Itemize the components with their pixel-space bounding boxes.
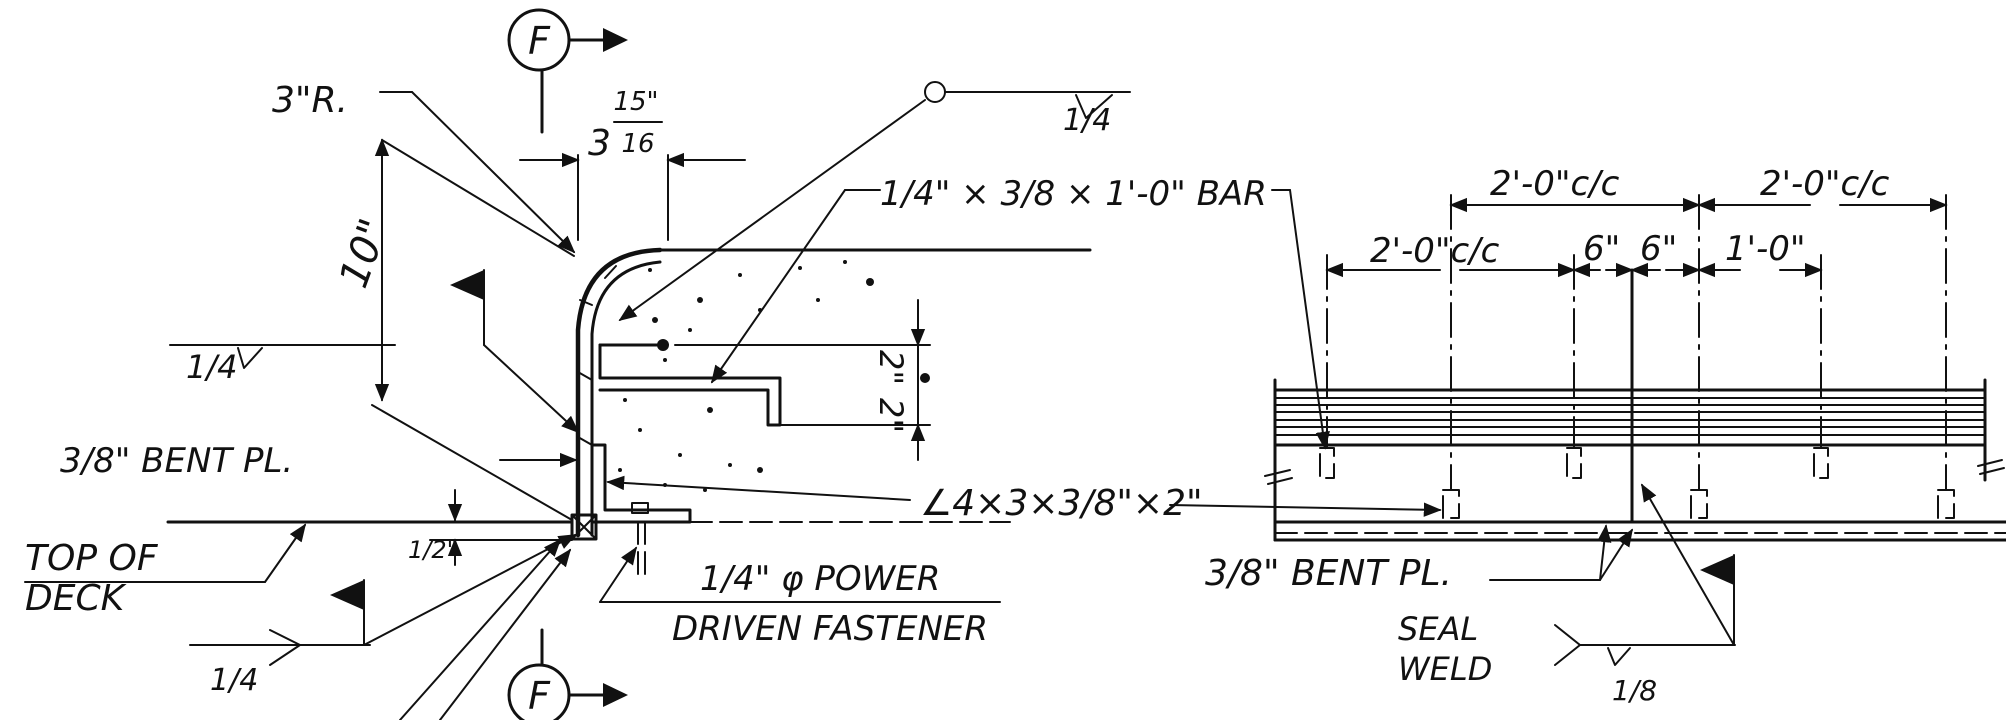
field-weld-flag-icon — [330, 580, 364, 610]
weld-bottom-size: 1/4 — [210, 663, 258, 698]
dim-half-label: 1/2" — [408, 536, 458, 564]
section-direction-arrow-icon — [603, 28, 628, 52]
fastener-line1: 1/4" φ POWER — [700, 559, 940, 599]
bent-plate-callout-right: 3/8" BENT PL. — [1205, 524, 1633, 594]
dim-two-upper: 2" — [872, 350, 910, 385]
weld-symbol-bottom: 1/4 — [189, 534, 577, 720]
spacing-bot-3: 6" — [1640, 229, 1677, 269]
seal-line2: WELD — [1398, 650, 1492, 688]
spacing-top-2: 2'-0"c/c — [1760, 164, 1890, 204]
spacing-top-1: 2'-0"c/c — [1490, 164, 1620, 204]
field-weld-flag-icon — [450, 270, 484, 300]
section-mark-letter-bottom: F — [528, 674, 551, 718]
top-of-deck-line1: TOP OF — [25, 538, 159, 579]
section-mark-letter: F — [528, 19, 551, 63]
dim-top-width: 3 15" 16 — [519, 87, 746, 241]
angle-callout: ∠4×3×3/8"×2" — [606, 475, 1442, 524]
bent-plate-callout-left: 3/8" BENT PL. — [60, 441, 578, 481]
radius-label: 3"R. — [272, 80, 348, 121]
weld-symbol-top: 1/4 — [618, 81, 1131, 322]
dim-height-label: 10" — [331, 213, 398, 294]
fastener-callout: 1/4" φ POWER DRIVEN FASTENER — [599, 546, 1001, 649]
dim-top-numerator: 15" — [613, 87, 658, 117]
weld-size-label: 1/8 — [1612, 674, 1657, 707]
bar-callout: 1/4" × 3/8 × 1'-0" BAR — [710, 174, 1330, 450]
bent-plate-right-label: 3/8" BENT PL. — [1205, 553, 1452, 594]
top-of-deck-line2: DECK — [25, 578, 127, 619]
dim-top-denominator: 16 — [621, 129, 654, 159]
elevation-view — [1264, 194, 2006, 542]
weld-left-size: 1/4 — [186, 348, 238, 386]
curb-section — [166, 247, 1092, 576]
weld-symbol-left: 1/4 — [169, 269, 580, 434]
dim-height: 10" — [331, 138, 575, 521]
bar-label: 1/4" × 3/8 × 1'-0" BAR — [880, 174, 1267, 214]
dim-top-whole: 3 — [588, 123, 611, 164]
elev-dim-top: 2'-0"c/c 2'-0"c/c — [1449, 164, 1948, 213]
elev-dim-bottom: 2'-0"c/c 6" 6" 1'-0" — [1325, 229, 1823, 278]
angle-label: ∠4×3×3/8"×2" — [920, 483, 1203, 524]
dim-two-lower: 2" — [872, 398, 910, 433]
section-mark-top: F — [507, 8, 628, 134]
weld-top-size: 1/4 — [1063, 103, 1111, 138]
top-of-deck-callout: TOP OF DECK — [24, 523, 307, 619]
seal-weld-callout: SEAL WELD 1/8 — [1398, 483, 1736, 707]
field-weld-flag-icon — [1700, 555, 1734, 585]
spacing-bot-2: 6" — [1583, 229, 1620, 269]
bent-plate-left-label: 3/8" BENT PL. — [60, 441, 293, 481]
radius-callout: 3"R. — [272, 80, 576, 254]
fastener-line2: DRIVEN FASTENER — [672, 609, 988, 649]
section-mark-bottom: F — [507, 628, 628, 720]
spacing-bot-4: 1'-0" — [1725, 229, 1806, 269]
spacing-bot-1: 2'-0"c/c — [1370, 231, 1500, 271]
dim-two-inch: 2" 2" — [674, 299, 931, 461]
section-direction-arrow-icon — [603, 683, 628, 707]
seal-line1: SEAL — [1398, 610, 1478, 648]
